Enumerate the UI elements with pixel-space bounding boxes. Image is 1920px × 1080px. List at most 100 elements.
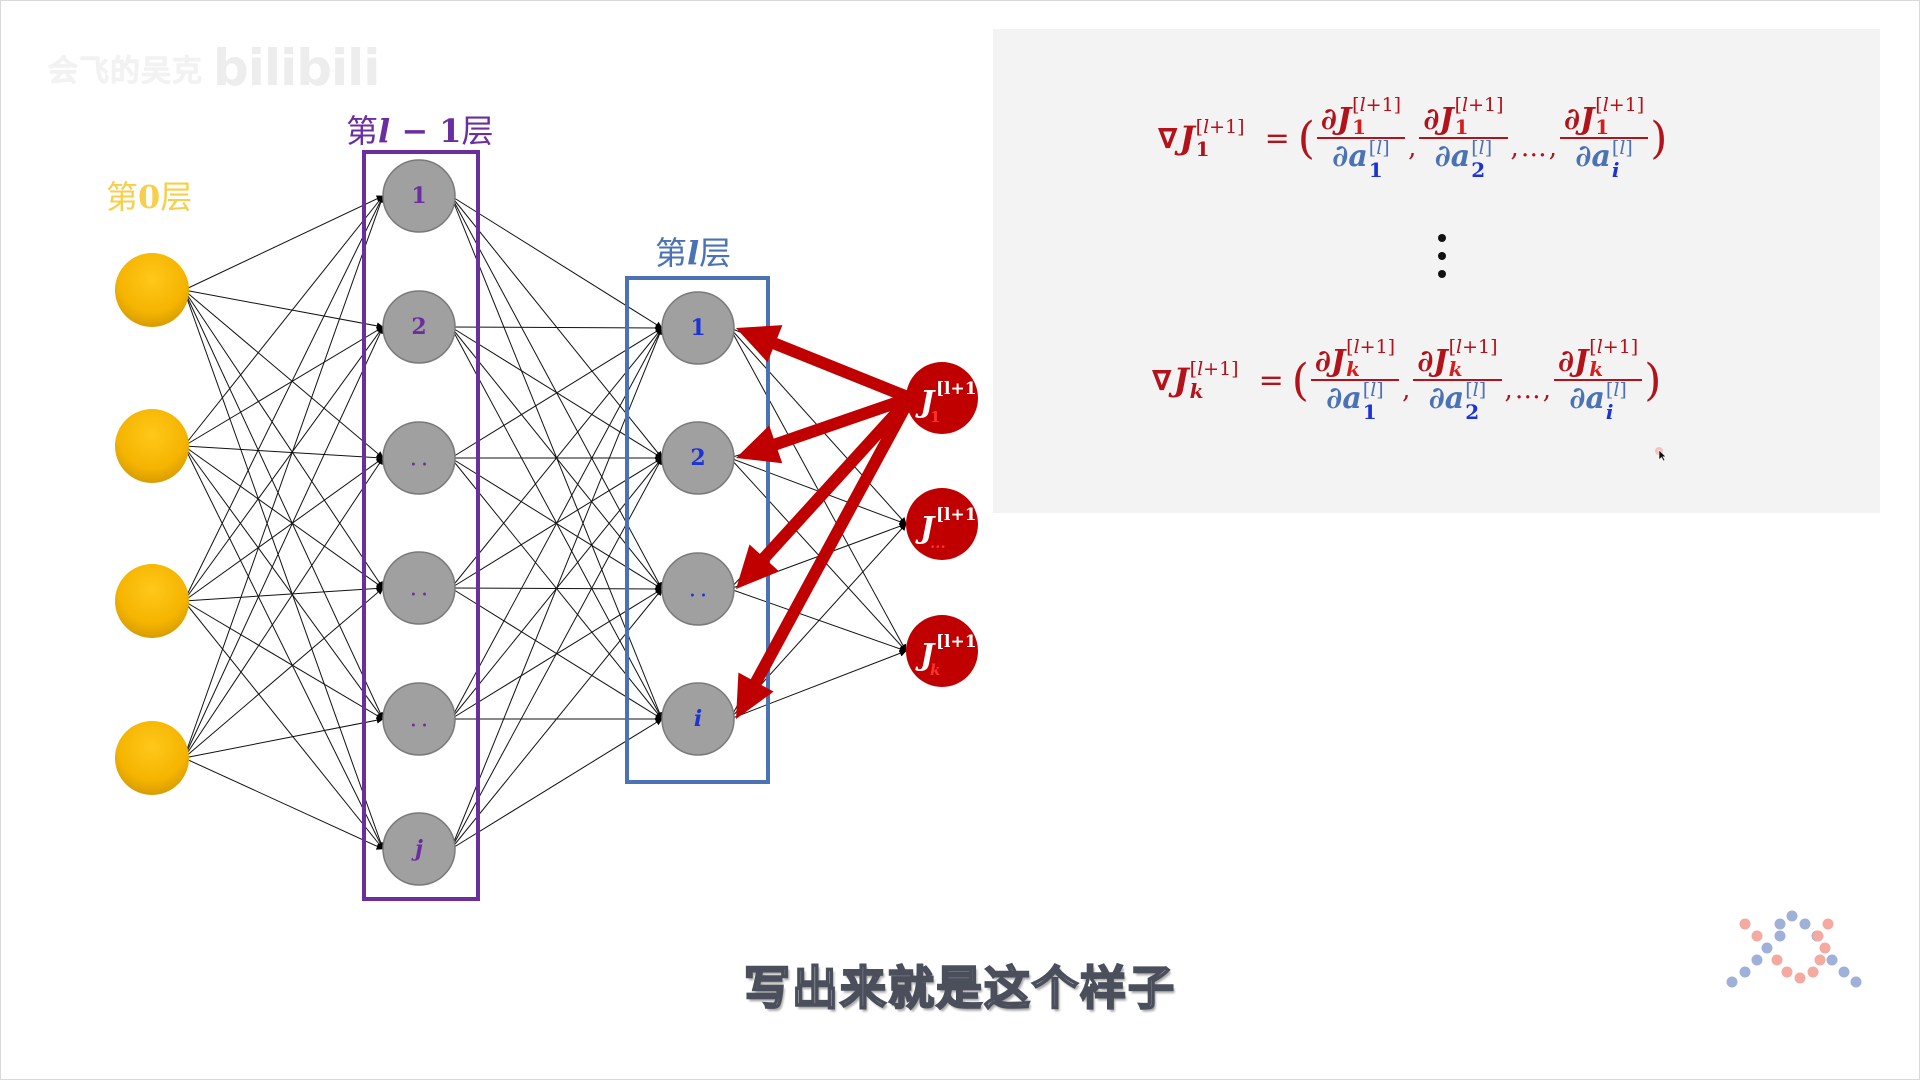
layer-box-current <box>625 276 770 784</box>
lhs-symbol: J <box>1173 361 1189 399</box>
equals-sign: = <box>1264 120 1290 156</box>
channel-logo-icon <box>1726 910 1862 988</box>
current-layer-node <box>661 421 735 495</box>
edge <box>183 326 384 759</box>
output-node-label: J[l+1]1 <box>915 379 985 426</box>
superscript: [l] <box>1611 137 1633 159</box>
numerator-symbol: J <box>1433 344 1448 379</box>
fraction-bar <box>1560 137 1649 139</box>
current-layer-node <box>661 552 735 626</box>
output-sub: k <box>930 661 940 679</box>
numerator-symbol: J <box>1574 344 1589 379</box>
partial-derivative-term: ∂J[l+1]k∂a[l]i <box>1554 338 1643 424</box>
backprop-arrow-3 <box>736 395 916 719</box>
numerator: ∂J[l+1]k <box>1554 338 1642 380</box>
output-node <box>906 615 978 687</box>
partial-symbol: ∂ <box>1320 102 1337 137</box>
vertical-ellipsis <box>1436 234 1448 278</box>
superscript: [l+1] <box>1448 336 1498 358</box>
output-sup: [l+1] <box>936 379 985 399</box>
edge <box>183 600 384 720</box>
subscript: k <box>1346 357 1360 381</box>
partial-symbol: ∂ <box>1434 139 1451 174</box>
logo-dot <box>1819 942 1831 954</box>
node-labels: 12· ·· ·· ·j12· ·iJ[l+1]1J[l+1]...J[l+1]… <box>411 183 985 862</box>
backprop-arrows <box>736 325 916 719</box>
title-suffix: 层 <box>461 112 494 150</box>
logo-dot <box>1761 942 1773 954</box>
output-sub: 1 <box>930 408 940 426</box>
logo-dot <box>1781 966 1793 978</box>
nabla-icon: ∇ <box>1152 363 1172 397</box>
superscript: [l+1] <box>1189 357 1239 380</box>
partial-symbol: ∂ <box>1575 139 1592 174</box>
formula-lhs: ∇J[l+1]k <box>1152 357 1239 401</box>
comma: , <box>1408 133 1417 163</box>
output-node-label: J[l+1]... <box>915 505 985 552</box>
logo-dot <box>1774 918 1786 930</box>
denominator: ∂a[l]1 <box>1322 381 1387 423</box>
logo-dot <box>1751 954 1763 966</box>
mouse-cursor-icon <box>1655 447 1667 461</box>
denominator-symbol: a <box>1585 381 1605 416</box>
open-paren: ( <box>1297 112 1315 164</box>
formula-lhs: ∇J[l+1]1 <box>1158 117 1245 159</box>
network-edges <box>183 195 907 850</box>
denominator: ∂a[l]i <box>1571 137 1636 182</box>
numerator-symbol: J <box>1330 344 1346 379</box>
numerator: ∂J[l+1]1 <box>1560 96 1648 138</box>
partial-symbol: ∂ <box>1569 381 1586 416</box>
superscript: [l] <box>1471 137 1493 159</box>
numerator: ∂J[l+1]1 <box>1317 96 1405 139</box>
output-symbol: J <box>915 638 936 673</box>
subscript: 2 <box>1471 158 1486 182</box>
comma: , <box>1504 375 1513 405</box>
sup-sub: [l]2 <box>1465 381 1486 423</box>
subscript: 1 <box>1352 115 1367 139</box>
title-suffix: 层 <box>160 178 193 216</box>
layer-title-current: 第l层 <box>655 228 731 274</box>
denominator: ∂a[l]1 <box>1328 139 1393 181</box>
comma: , <box>1510 133 1519 163</box>
title-prefix: 第 <box>106 178 139 216</box>
partial-symbol: ∂ <box>1564 102 1581 137</box>
edge <box>450 457 663 850</box>
edge <box>183 195 384 602</box>
lhs-symbol: J <box>1179 119 1195 157</box>
edge <box>183 600 384 850</box>
subscript: i <box>1605 400 1614 424</box>
fraction-bar <box>1419 137 1508 139</box>
edge <box>183 445 384 589</box>
denominator-symbol: a <box>1348 139 1368 174</box>
logo-dot <box>1799 918 1811 930</box>
current-node-label: i <box>694 706 702 732</box>
logo-dot <box>1771 954 1783 966</box>
current-node-label: 2 <box>690 445 705 471</box>
logo-dot <box>1807 966 1819 978</box>
logo-dot <box>1786 910 1798 922</box>
prev-node-label: 2 <box>411 314 426 340</box>
title-index-rest: − 1 <box>390 112 462 150</box>
numerator: ∂J[l+1]1 <box>1419 96 1507 138</box>
fraction-bar <box>1310 379 1400 381</box>
logo-dot <box>1751 930 1763 942</box>
current-node-label: · · <box>690 586 707 605</box>
edge <box>183 445 384 720</box>
edge <box>183 195 384 447</box>
partial-derivative-term: ∂J[l+1]k∂a[l]2 <box>1413 336 1502 423</box>
edge <box>183 289 384 330</box>
prev-layer-node <box>382 551 456 625</box>
edge <box>729 650 907 720</box>
sup-sub: [l+1]k <box>1448 336 1498 380</box>
current-layer-node <box>661 291 735 365</box>
backprop-arrow-0 <box>736 325 913 404</box>
subscript: i <box>1611 158 1620 182</box>
title-suffix: 层 <box>699 234 732 272</box>
logo-dot <box>1850 976 1862 988</box>
output-sub: ... <box>930 534 946 552</box>
sup-sub: [l+1]1 <box>1595 96 1644 138</box>
watermark-user: 会飞的吴克 <box>48 55 203 88</box>
comma: , <box>1402 375 1411 405</box>
sup-sub: [l+1]1 <box>1196 117 1245 159</box>
backprop-arrow-2 <box>736 393 915 589</box>
